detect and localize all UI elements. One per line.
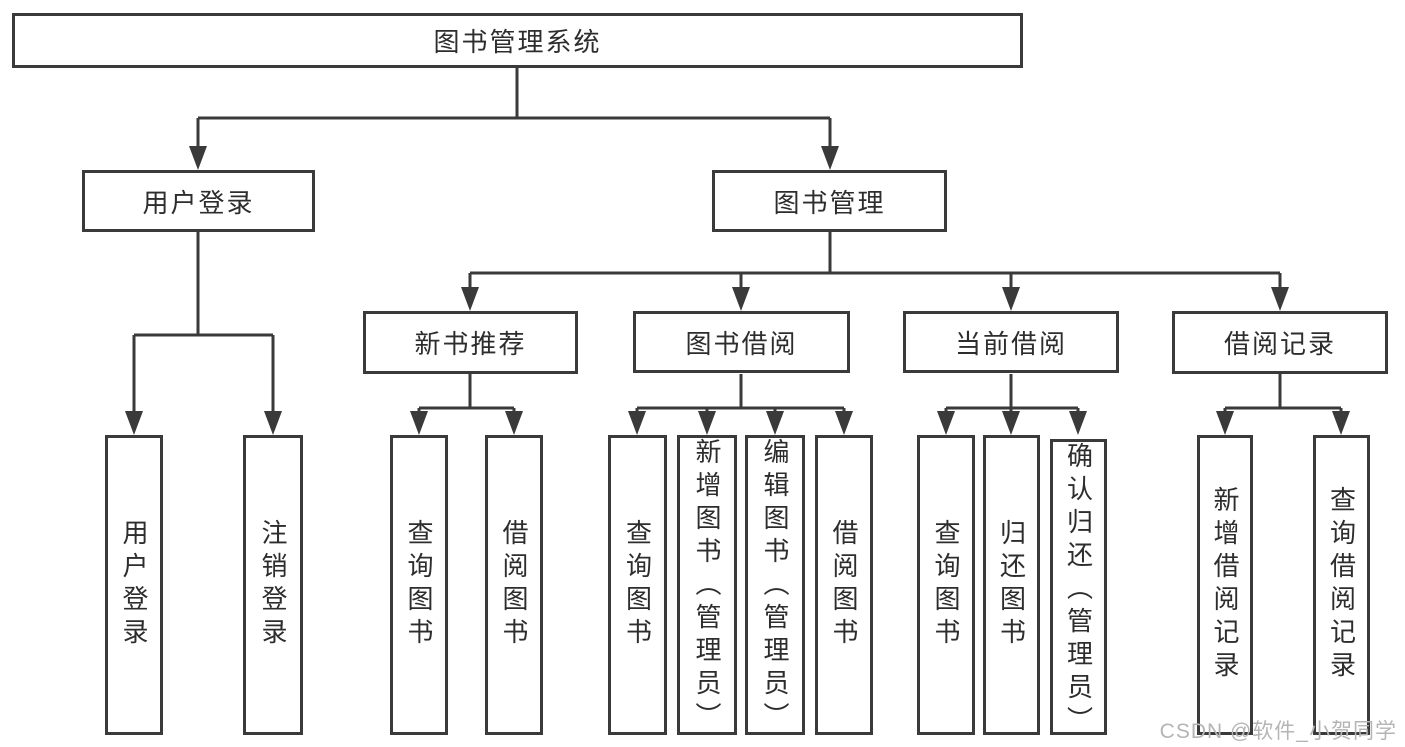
node-book-borrow: 图书借阅 <box>633 311 850 373</box>
connector-borrow-group <box>635 374 846 431</box>
node-borrow-records: 借阅记录 <box>1172 311 1388 374</box>
node-user-login: 用户登录 <box>82 170 315 232</box>
leaf-label: 新增图书（管理员） <box>692 438 722 735</box>
leaf-logout: 注销登录 <box>243 435 303 735</box>
leaf-query-books-2: 查询图书 <box>608 435 667 735</box>
leaf-query-books-3: 查询图书 <box>917 435 975 735</box>
arrow-icon <box>125 411 143 435</box>
leaf-query-borrow-record: 查询借阅记录 <box>1313 435 1370 735</box>
connector-book-mgmt-to-level3 <box>468 232 1282 307</box>
arrow-icon <box>835 411 853 435</box>
leaf-query-books-1: 查询图书 <box>390 435 448 735</box>
leaf-confirm-return-admin: 确认归还（管理员） <box>1050 439 1107 735</box>
leaf-label: 确认归还（管理员） <box>1063 442 1094 735</box>
leaf-label: 编辑图书（管理员） <box>760 438 790 735</box>
node-book-management: 图书管理 <box>712 170 947 232</box>
leaf-return-books: 归还图书 <box>983 435 1040 735</box>
arrow-icon <box>732 287 750 311</box>
connector-root-to-level2 <box>196 68 832 166</box>
leaf-edit-books-admin: 编辑图书（管理员） <box>745 435 805 735</box>
arrow-icon <box>1002 411 1020 435</box>
connector-paths <box>132 68 1343 431</box>
arrow-icon <box>1216 411 1234 435</box>
leaf-user-login: 用户登录 <box>105 435 163 735</box>
arrow-icon <box>698 411 716 435</box>
node-root-library-system: 图书管理系统 <box>12 13 1023 68</box>
connector-new-book-group <box>417 374 516 431</box>
leaf-label: 用户登录 <box>119 519 149 651</box>
node-new-book-recommend: 新书推荐 <box>363 311 578 374</box>
arrow-icon <box>766 411 784 435</box>
leaf-label: 新增借阅记录 <box>1210 486 1240 684</box>
leaf-add-borrow-record: 新增借阅记录 <box>1197 435 1253 735</box>
leaf-borrow-books-2: 借阅图书 <box>815 435 873 735</box>
connector-records-group <box>1223 374 1343 431</box>
arrow-icon <box>1332 411 1350 435</box>
arrow-icon <box>1002 287 1020 311</box>
arrow-icon <box>189 146 207 170</box>
leaf-label: 借阅图书 <box>499 519 529 651</box>
leaf-borrow-books-1: 借阅图书 <box>485 435 543 735</box>
arrow-icon <box>461 287 479 311</box>
leaf-add-books-admin: 新增图书（管理员） <box>677 435 737 735</box>
csdn-watermark: CSDN @软件_小贺同学 <box>1159 720 1397 743</box>
leaf-label: 注销登录 <box>258 519 288 651</box>
leaf-label: 查询图书 <box>931 519 961 651</box>
leaf-label: 查询借阅记录 <box>1326 486 1357 684</box>
leaf-label: 归还图书 <box>996 519 1027 651</box>
arrow-icon <box>264 411 282 435</box>
arrow-icon <box>410 411 428 435</box>
arrow-icon <box>1271 287 1289 311</box>
leaf-label: 查询图书 <box>622 519 653 651</box>
leaf-label: 查询图书 <box>404 519 434 651</box>
connector-current-group <box>944 374 1080 431</box>
arrow-icon <box>505 411 523 435</box>
arrow-icon <box>937 411 955 435</box>
arrow-icon <box>1069 411 1087 435</box>
arrow-icon <box>628 411 646 435</box>
node-current-borrow: 当前借阅 <box>903 311 1119 373</box>
leaf-label: 借阅图书 <box>829 519 859 651</box>
connector-user-login-group <box>132 232 275 431</box>
arrow-icon <box>821 146 839 170</box>
